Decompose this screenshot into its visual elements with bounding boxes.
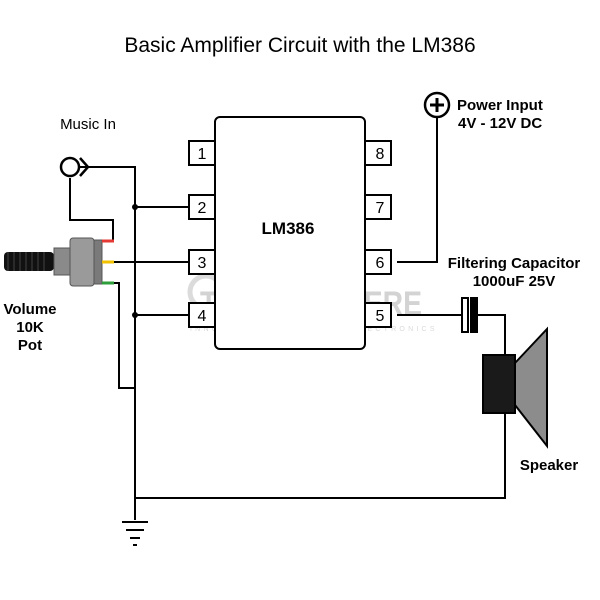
pin-number: 5 <box>376 308 385 325</box>
lm386-chip-body <box>214 116 366 350</box>
wire-pot-ground <box>112 282 135 389</box>
wire-music-in-to-pin2 <box>80 166 189 208</box>
audio-jack-icon <box>59 156 90 178</box>
volume-label-line1: Volume <box>3 301 56 318</box>
chip-pin-8: 8 <box>364 140 392 166</box>
chip-pin-1: 1 <box>188 140 216 166</box>
volume-label-line3: Pot <box>18 337 42 354</box>
chip-pin-2: 2 <box>188 194 216 220</box>
pin-number: 2 <box>198 200 207 217</box>
chip-pin-3: 3 <box>188 249 216 275</box>
junction-dot <box>132 312 138 318</box>
chip-pin-4: 4 <box>188 302 216 328</box>
power-label-line1: Power Input <box>457 97 543 114</box>
ground-icon <box>122 521 148 546</box>
power-input-plus-icon <box>423 91 451 119</box>
wire-capacitor-to-speaker <box>476 314 506 355</box>
speaker-label: Speaker <box>520 457 579 474</box>
pin-number: 8 <box>376 146 385 163</box>
capacitor-label-line1: Filtering Capacitor <box>448 255 581 272</box>
music-in-label: Music In <box>60 116 116 133</box>
volume-label-line2: 10K <box>16 319 44 336</box>
wire-jack-to-pot <box>69 178 114 240</box>
volume-pot-icon <box>4 237 114 287</box>
capacitor-label-line2: 1000uF 25V <box>473 273 556 290</box>
wire-speaker-to-ground <box>135 413 506 499</box>
junction-dot <box>132 204 138 210</box>
diagram-title: Basic Amplifier Circuit with the LM386 <box>124 34 475 57</box>
speaker-icon <box>482 326 548 449</box>
chip-pin-7: 7 <box>364 194 392 220</box>
pin-number: 4 <box>198 308 207 325</box>
chip-label: LM386 <box>262 219 315 238</box>
power-label-line2: 4V - 12V DC <box>458 115 542 132</box>
pin-number: 1 <box>198 146 207 163</box>
chip-pin-6: 6 <box>364 249 392 275</box>
chip-pin-5: 5 <box>364 302 392 328</box>
pin-number: 3 <box>198 255 207 272</box>
pin-number: 6 <box>376 255 385 272</box>
pin-number: 7 <box>376 200 385 217</box>
filtering-capacitor-icon <box>461 297 478 333</box>
wire-pin6-to-power <box>397 118 438 263</box>
